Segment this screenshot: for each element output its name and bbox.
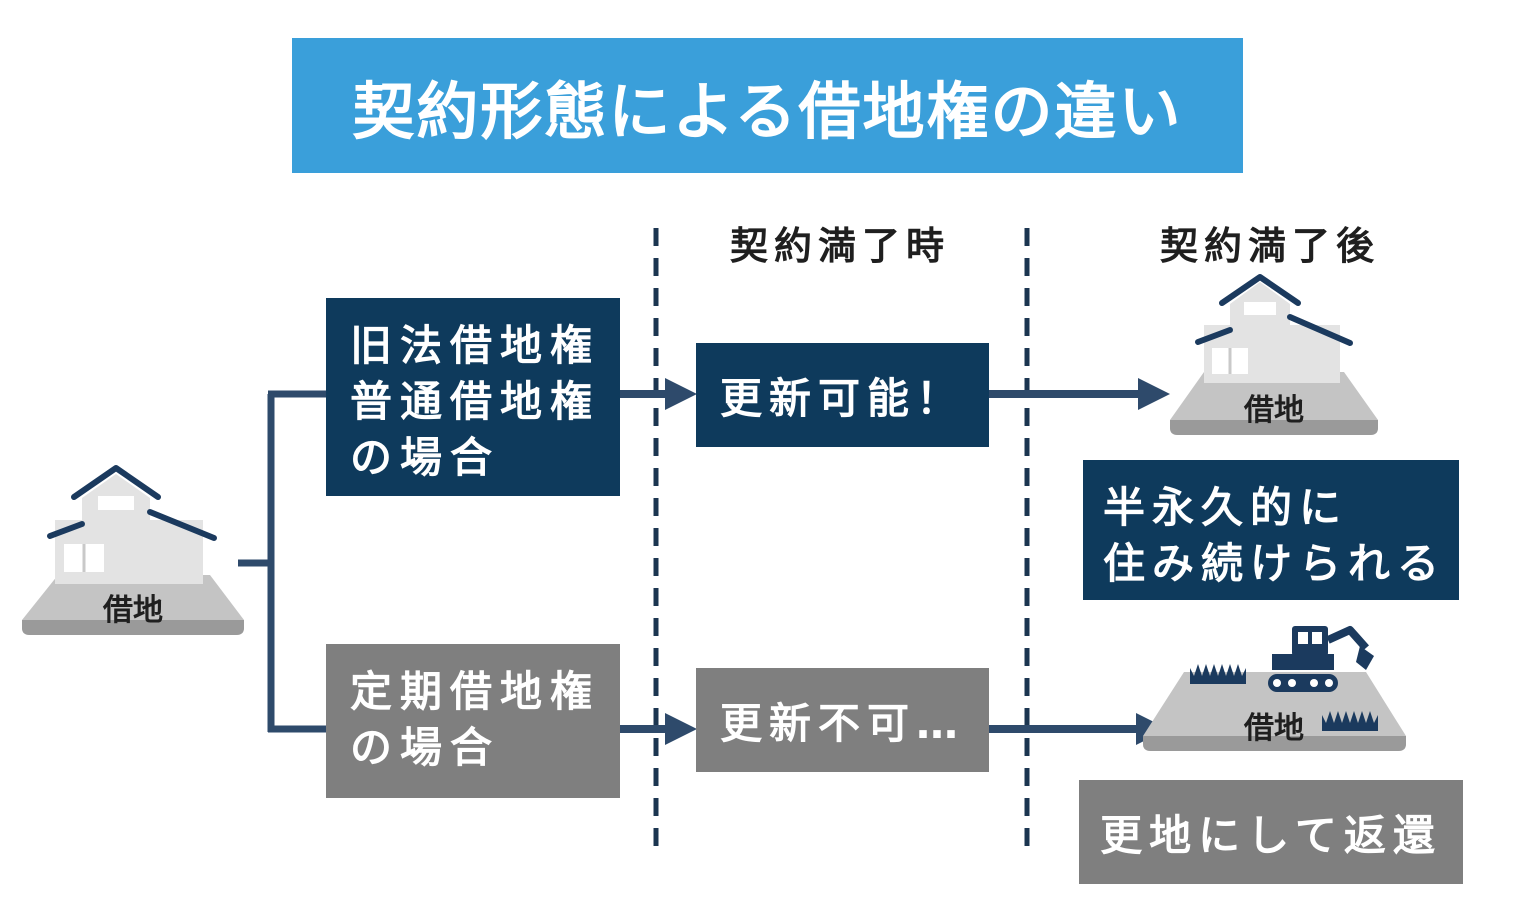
arrow-right-icon [620, 378, 697, 410]
result-old-land-label: 借地 [1243, 393, 1304, 428]
arrow-right-icon [988, 713, 1168, 745]
result-fixed-land-label: 借地 [1243, 711, 1304, 746]
column-header-expiry: 契約満了時 [729, 224, 950, 268]
left-land [22, 575, 244, 635]
result-old-land [1170, 372, 1378, 435]
branch-connector [238, 390, 328, 733]
case-old-line: 旧法借地権 [350, 321, 601, 370]
left-land-label: 借地 [102, 593, 163, 628]
renewal-impossible-box: 更新不可… [696, 668, 989, 772]
arrow-right-icon [620, 713, 697, 745]
case-fixed-line: 定期借地権 [350, 667, 601, 716]
house-icon [47, 465, 217, 584]
excavator-icon [1268, 626, 1374, 692]
case-fixed-line: の場合 [350, 723, 501, 772]
arrow-right-icon [988, 378, 1170, 410]
grass-icon [1190, 664, 1378, 731]
renewal-possible-box: 更新可能！ [696, 343, 989, 447]
result-fixed-land [1143, 672, 1406, 751]
case-old-line: 普通借地権 [350, 377, 601, 426]
case-fixed-box: 定期借地権 の場合 [326, 644, 620, 798]
case-old-line: の場合 [350, 433, 501, 482]
result-old-box: 半永久的に 住み続けられる [1083, 460, 1459, 600]
page-title: 契約形態による借地権の違い [292, 38, 1243, 173]
column-header-after: 契約満了後 [1159, 224, 1380, 268]
house-icon [1195, 274, 1353, 383]
result-old-line: 半永久的に [1103, 483, 1349, 532]
result-old-line: 住み続けられる [1103, 539, 1447, 588]
case-old-box: 旧法借地権 普通借地権 の場合 [326, 298, 620, 496]
result-fixed-box: 更地にして返還 [1079, 780, 1463, 884]
